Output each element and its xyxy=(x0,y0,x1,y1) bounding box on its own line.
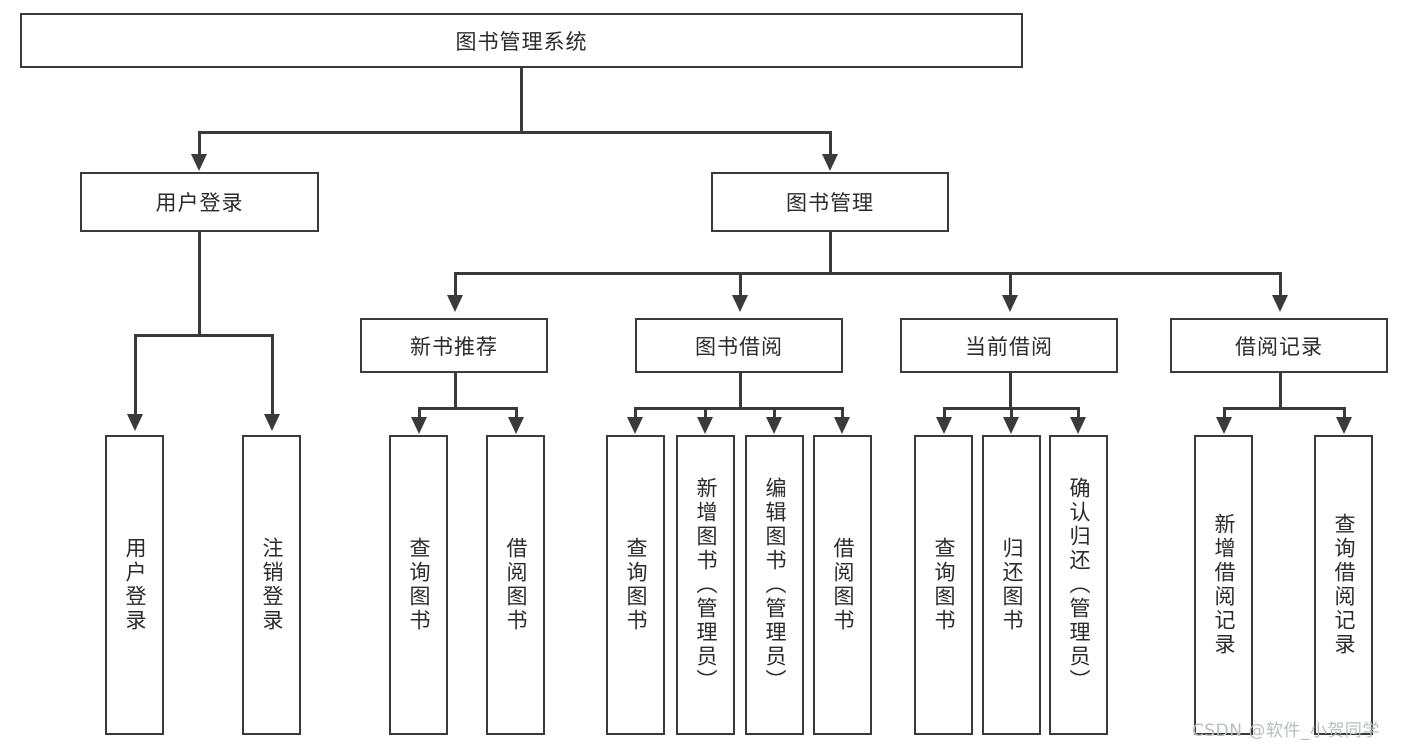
node-leaf-query-record-label: 查询借阅记录 xyxy=(1332,513,1356,657)
edge-nbr-drop-1 xyxy=(418,407,421,419)
edge-root-to-book-management xyxy=(829,131,832,156)
edge-bb-drop-4 xyxy=(841,407,844,419)
edge-bb-drop-2 xyxy=(704,407,707,419)
node-book-borrow[interactable]: 图书借阅 xyxy=(635,318,843,373)
edge-root-bus xyxy=(198,131,832,134)
node-leaf-return-book[interactable]: 归还图书 xyxy=(982,435,1041,735)
edge-bb-drop-3 xyxy=(773,407,776,419)
arrowhead-leaf-logout-login xyxy=(264,414,280,431)
arrowhead-current-borrow xyxy=(1002,295,1018,312)
node-leaf-borrow-book-1-label: 借阅图书 xyxy=(504,537,528,633)
node-leaf-add-book-label: 新增图书（管理员） xyxy=(694,477,718,693)
node-user-login[interactable]: 用户登录 xyxy=(80,172,319,232)
edge-root-stem xyxy=(520,68,523,132)
node-leaf-edit-book-label: 编辑图书（管理员） xyxy=(763,477,787,693)
edge-cb-stem xyxy=(1009,373,1012,409)
edge-nbr-bus xyxy=(418,407,517,410)
arrowhead-leaf-add-book xyxy=(697,417,713,434)
node-current-borrow[interactable]: 当前借阅 xyxy=(900,318,1118,373)
edge-bm-drop-2 xyxy=(739,272,742,297)
node-leaf-logout-login[interactable]: 注销登录 xyxy=(242,435,301,735)
edge-cb-drop-2 xyxy=(1010,407,1013,419)
node-borrow-record-label: 借阅记录 xyxy=(1235,334,1323,359)
node-leaf-query-book-2[interactable]: 查询图书 xyxy=(606,435,665,735)
node-leaf-add-book[interactable]: 新增图书（管理员） xyxy=(676,435,735,735)
edge-user-login-bus xyxy=(134,334,273,337)
arrowhead-leaf-query-book-3 xyxy=(936,417,952,434)
arrowhead-leaf-query-record xyxy=(1336,417,1352,434)
arrowhead-leaf-add-record xyxy=(1216,417,1232,434)
arrowhead-book-management xyxy=(822,154,838,171)
edge-br-drop-1 xyxy=(1223,407,1226,419)
node-new-book-recommend[interactable]: 新书推荐 xyxy=(360,318,548,373)
edge-nbr-stem xyxy=(454,373,457,409)
node-leaf-query-book-3-label: 查询图书 xyxy=(932,537,956,633)
node-leaf-borrow-book-1[interactable]: 借阅图书 xyxy=(486,435,545,735)
node-leaf-add-record-label: 新增借阅记录 xyxy=(1212,513,1236,657)
arrowhead-leaf-return-book xyxy=(1003,417,1019,434)
arrowhead-user-login xyxy=(191,154,207,171)
node-leaf-query-book-3[interactable]: 查询图书 xyxy=(914,435,973,735)
arrowhead-leaf-user-login xyxy=(127,414,143,431)
node-borrow-record[interactable]: 借阅记录 xyxy=(1170,318,1388,373)
arrowhead-leaf-borrow-book-1 xyxy=(508,417,524,434)
edge-bb-stem xyxy=(739,373,742,409)
edge-bb-bus xyxy=(634,407,843,410)
node-book-borrow-label: 图书借阅 xyxy=(695,334,783,359)
watermark-text: CSDN @软件_小贺同学 xyxy=(1192,721,1380,741)
arrowhead-leaf-edit-book xyxy=(766,417,782,434)
arrowhead-borrow-record xyxy=(1272,295,1288,312)
edge-br-bus xyxy=(1223,407,1345,410)
node-new-book-recommend-label: 新书推荐 xyxy=(410,334,498,359)
node-leaf-edit-book[interactable]: 编辑图书（管理员） xyxy=(745,435,804,735)
node-user-login-label: 用户登录 xyxy=(155,191,244,215)
edge-book-management-bus xyxy=(454,272,1279,275)
node-leaf-logout-login-label: 注销登录 xyxy=(260,537,284,633)
node-leaf-confirm-return-label: 确认归还（管理员） xyxy=(1067,477,1091,693)
node-leaf-query-record[interactable]: 查询借阅记录 xyxy=(1314,435,1373,735)
node-leaf-query-book-2-label: 查询图书 xyxy=(624,537,648,633)
edge-user-login-drop-1 xyxy=(134,334,137,416)
edge-cb-drop-3 xyxy=(1077,407,1080,419)
edge-bb-drop-1 xyxy=(634,407,637,419)
edge-book-management-stem xyxy=(829,232,832,274)
node-leaf-query-book-1-label: 查询图书 xyxy=(407,537,431,633)
node-leaf-query-book-1[interactable]: 查询图书 xyxy=(389,435,448,735)
arrowhead-leaf-borrow-book-2 xyxy=(834,417,850,434)
arrowhead-leaf-query-book-2 xyxy=(627,417,643,434)
node-leaf-user-login-label: 用户登录 xyxy=(123,537,147,633)
node-leaf-user-login[interactable]: 用户登录 xyxy=(105,435,164,735)
node-leaf-borrow-book-2-label: 借阅图书 xyxy=(831,537,855,633)
node-book-management-label: 图书管理 xyxy=(786,191,874,215)
node-root-label: 图书管理系统 xyxy=(455,29,588,54)
edge-user-login-stem xyxy=(198,232,201,336)
node-book-management[interactable]: 图书管理 xyxy=(711,172,949,232)
node-current-borrow-label: 当前借阅 xyxy=(965,334,1053,359)
arrowhead-leaf-confirm-return xyxy=(1070,417,1086,434)
node-leaf-return-book-label: 归还图书 xyxy=(1000,537,1024,633)
edge-br-stem xyxy=(1279,373,1282,409)
edge-bm-drop-4 xyxy=(1279,272,1282,297)
node-root[interactable]: 图书管理系统 xyxy=(20,13,1023,68)
edge-bm-drop-3 xyxy=(1009,272,1012,297)
edge-br-drop-2 xyxy=(1343,407,1346,419)
edge-cb-drop-1 xyxy=(943,407,946,419)
arrowhead-leaf-query-book-1 xyxy=(411,417,427,434)
arrowhead-new-book-recommend xyxy=(447,295,463,312)
node-leaf-add-record[interactable]: 新增借阅记录 xyxy=(1194,435,1253,735)
edge-root-to-user-login xyxy=(198,131,201,156)
node-leaf-borrow-book-2[interactable]: 借阅图书 xyxy=(813,435,872,735)
edge-nbr-drop-2 xyxy=(515,407,518,419)
arrowhead-book-borrow xyxy=(732,295,748,312)
edge-user-login-drop-2 xyxy=(271,334,274,416)
node-leaf-confirm-return[interactable]: 确认归还（管理员） xyxy=(1049,435,1108,735)
edge-bm-drop-1 xyxy=(454,272,457,297)
